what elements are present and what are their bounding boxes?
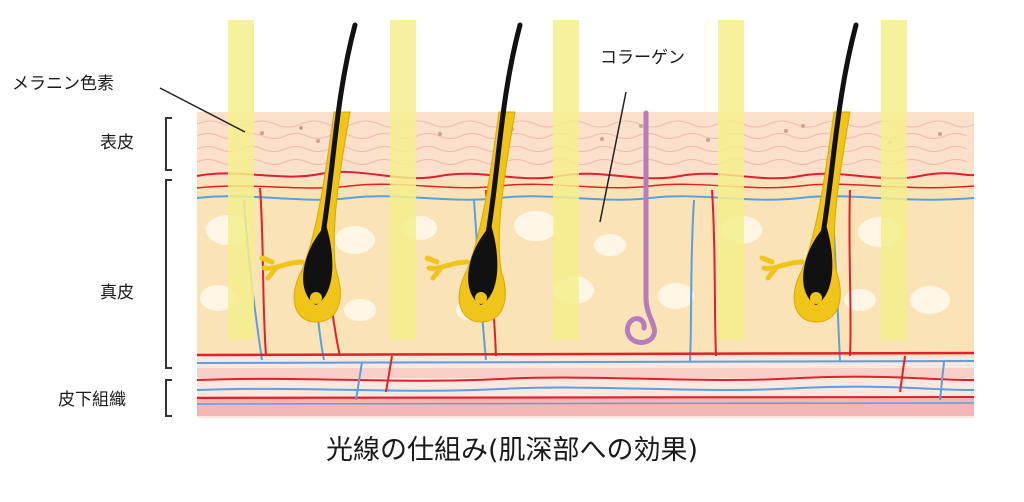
dermis-label: 真皮 xyxy=(100,283,134,303)
hair-follicle-icon xyxy=(259,22,358,323)
epidermis-label: 表皮 xyxy=(100,133,134,153)
subcutaneous-label: 皮下組織 xyxy=(58,390,126,410)
sub-blue-vessel-2 xyxy=(196,402,975,405)
deep-red-vessel xyxy=(196,351,975,357)
collagen-label: コラーゲン xyxy=(600,48,685,68)
epidermis-layer xyxy=(197,112,974,182)
sub-red-vessel-2 xyxy=(196,396,975,399)
light-beam-icon xyxy=(390,20,416,340)
light-beam-icon xyxy=(228,20,254,340)
light-beam-icon xyxy=(553,20,579,340)
epidermis-bracket xyxy=(165,117,172,171)
light-beam-icon xyxy=(881,20,907,340)
sub-blue-vessel xyxy=(196,385,975,392)
collagen-leader-line xyxy=(599,91,627,223)
dermis-bracket xyxy=(165,179,172,369)
hair-follicle-icon xyxy=(424,22,523,323)
hair-group xyxy=(259,22,859,323)
light-beam-icon xyxy=(718,20,744,340)
subcutaneous-band-top xyxy=(197,368,974,378)
subcutaneous-band-bottom xyxy=(197,396,974,416)
collagen-fiber-icon xyxy=(624,110,657,345)
melanin-label: メラニン色素 xyxy=(12,74,114,94)
layer-brackets xyxy=(165,117,172,417)
light-beam-group xyxy=(228,20,907,340)
melanin-leader-line xyxy=(159,87,246,133)
diagram-caption: 光線の仕組み(肌深部への効果) xyxy=(325,435,699,466)
sub-connector-vessels xyxy=(355,355,945,401)
deep-blue-vessel xyxy=(196,360,975,364)
hair-follicle-icon xyxy=(759,22,859,323)
subcutaneous-bracket xyxy=(165,379,172,417)
sub-red-vessel xyxy=(196,375,975,382)
